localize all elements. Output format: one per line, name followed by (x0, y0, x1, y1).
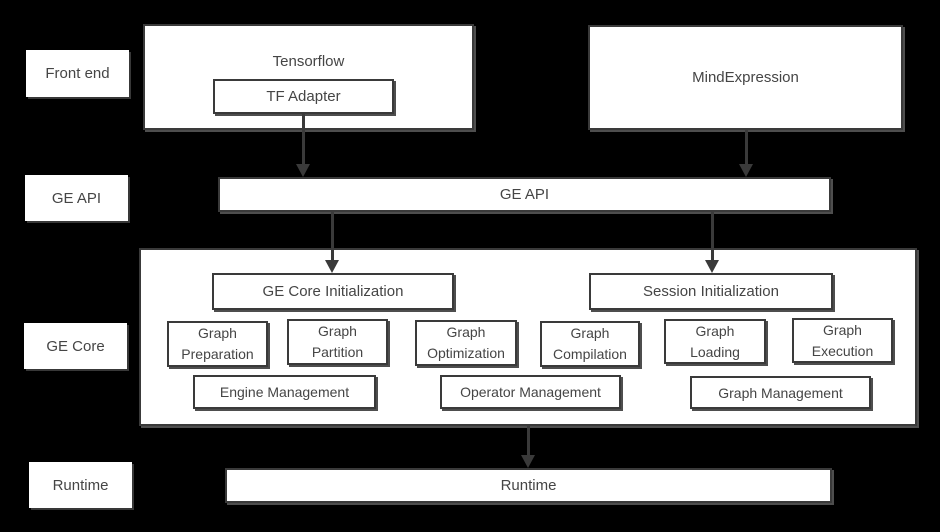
graph-management-label: Graph Management (718, 384, 843, 401)
arrow-stem (710, 212, 714, 264)
engine-management-box: Engine Management (193, 375, 376, 409)
arrow-tf-adapter-to-ge-api (295, 114, 311, 177)
graph-compilation-label: Graph Compilation (553, 325, 627, 362)
mindexpression-label: MindExpression (692, 69, 799, 86)
layer-label-ge-core-text: GE Core (46, 337, 105, 355)
tf-adapter-box: TF Adapter (213, 79, 394, 114)
graph-execution-label: Graph Execution (811, 321, 874, 359)
graph-compilation-box: Graph Compilation (540, 321, 640, 367)
ge-api-bar: GE API (218, 177, 831, 212)
runtime-bar-label: Runtime (500, 477, 557, 494)
arrow-head-icon (738, 164, 753, 177)
arrow-head-icon (324, 260, 339, 273)
engine-management-label: Engine Management (219, 384, 350, 400)
graph-partition-box: Graph Partition (287, 319, 388, 365)
graph-execution-box: Graph Execution (792, 318, 893, 363)
layer-label-ge-core: GE Core (24, 323, 127, 369)
arrow-ge-api-to-ge-core-initialization (324, 212, 340, 273)
layer-label-ge-api-text: GE API (51, 189, 102, 207)
graph-partition-label: Graph Partition (311, 323, 364, 360)
layer-label-front-end-text: Front end (45, 65, 110, 82)
graph-preparation-box: Graph Preparation (167, 321, 268, 367)
tensorflow-box: Tensorflow TF Adapter (143, 24, 474, 130)
arrow-head-icon (295, 164, 310, 177)
session-initialization-box: Session Initialization (589, 273, 833, 310)
arrow-stem (301, 114, 305, 168)
ge-core-initialization-box: GE Core Initialization (212, 273, 454, 310)
ge-api-bar-label: GE API (499, 186, 550, 203)
session-initialization-label: Session Initialization (643, 283, 779, 300)
arrow-ge-core-to-runtime (520, 426, 536, 468)
graph-optimization-label: Graph Optimization (427, 324, 505, 361)
operator-management-label: Operator Management (460, 384, 601, 400)
arrow-ge-api-to-session-initialization (704, 212, 720, 273)
graph-optimization-box: Graph Optimization (415, 320, 517, 366)
ge-core-container: GE Core Initialization Session Initializ… (139, 248, 917, 426)
layer-label-runtime: Runtime (29, 462, 132, 508)
arrow-mindexpression-to-ge-api (738, 130, 754, 177)
arrow-head-icon (704, 260, 719, 273)
layer-label-runtime-text: Runtime (52, 476, 109, 494)
arrow-head-icon (520, 455, 535, 468)
ge-core-initialization-label: GE Core Initialization (262, 283, 404, 300)
graph-preparation-label: Graph Preparation (181, 325, 254, 362)
operator-management-box: Operator Management (440, 375, 621, 409)
graph-loading-label: Graph Loading (690, 322, 740, 360)
tensorflow-title: Tensorflow (272, 53, 345, 70)
tf-adapter-label: TF Adapter (266, 88, 341, 105)
runtime-bar: Runtime (225, 468, 832, 503)
mindexpression-box: MindExpression (588, 25, 903, 130)
arrow-stem (330, 212, 334, 264)
graph-management-box: Graph Management (690, 376, 871, 409)
arrow-stem (744, 130, 748, 168)
layer-label-front-end: Front end (26, 50, 129, 97)
arrow-stem (526, 426, 530, 459)
layer-label-ge-api: GE API (25, 175, 128, 221)
graph-loading-box: Graph Loading (664, 319, 766, 364)
